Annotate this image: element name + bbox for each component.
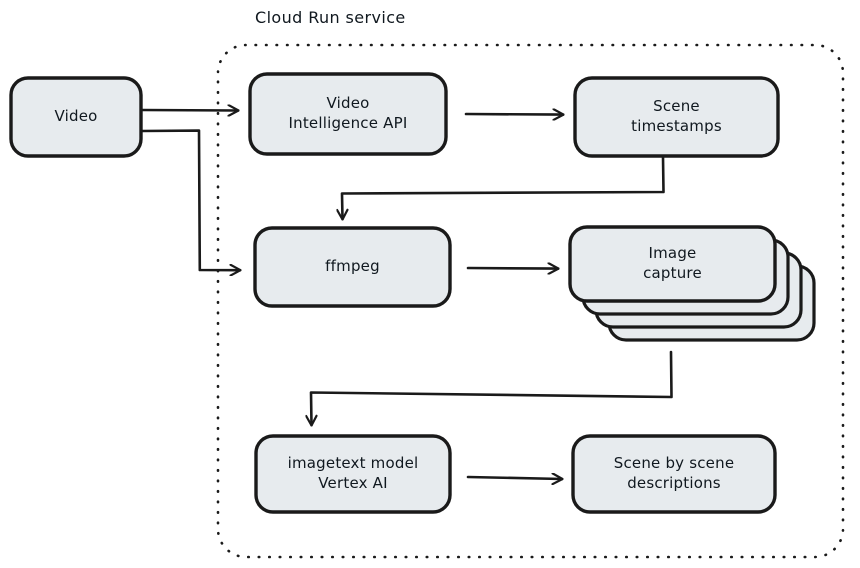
edge-scene-timestamps-to-ffmpeg xyxy=(342,155,665,219)
cloud-run-service-group-border xyxy=(216,43,845,559)
edge-image-capture-to-imagetext-model xyxy=(311,350,673,425)
node-ffmpeg[interactable] xyxy=(253,226,452,308)
edge-video-to-ffmpeg xyxy=(140,129,240,271)
cloud-run-service-title: Cloud Run service xyxy=(255,8,406,27)
node-imagetext-model[interactable] xyxy=(254,434,452,514)
node-video-intelligence-api[interactable] xyxy=(248,72,448,156)
edge-video-intelligence-api-to-scene-timestamps xyxy=(464,114,563,115)
edge-video-to-video-intelligence-api xyxy=(140,110,238,111)
node-image-capture-stack[interactable] xyxy=(568,225,816,342)
node-video[interactable] xyxy=(9,76,143,158)
edge-imagetext-model-to-scene-descriptions xyxy=(466,477,562,479)
node-scene-descriptions[interactable] xyxy=(571,434,777,514)
edge-ffmpeg-to-image-capture xyxy=(466,268,558,269)
node-layer xyxy=(9,72,816,514)
node-scene-timestamps[interactable] xyxy=(573,76,780,158)
image-capture-stack-layer-1 xyxy=(568,225,777,303)
edge-layer xyxy=(140,110,673,479)
